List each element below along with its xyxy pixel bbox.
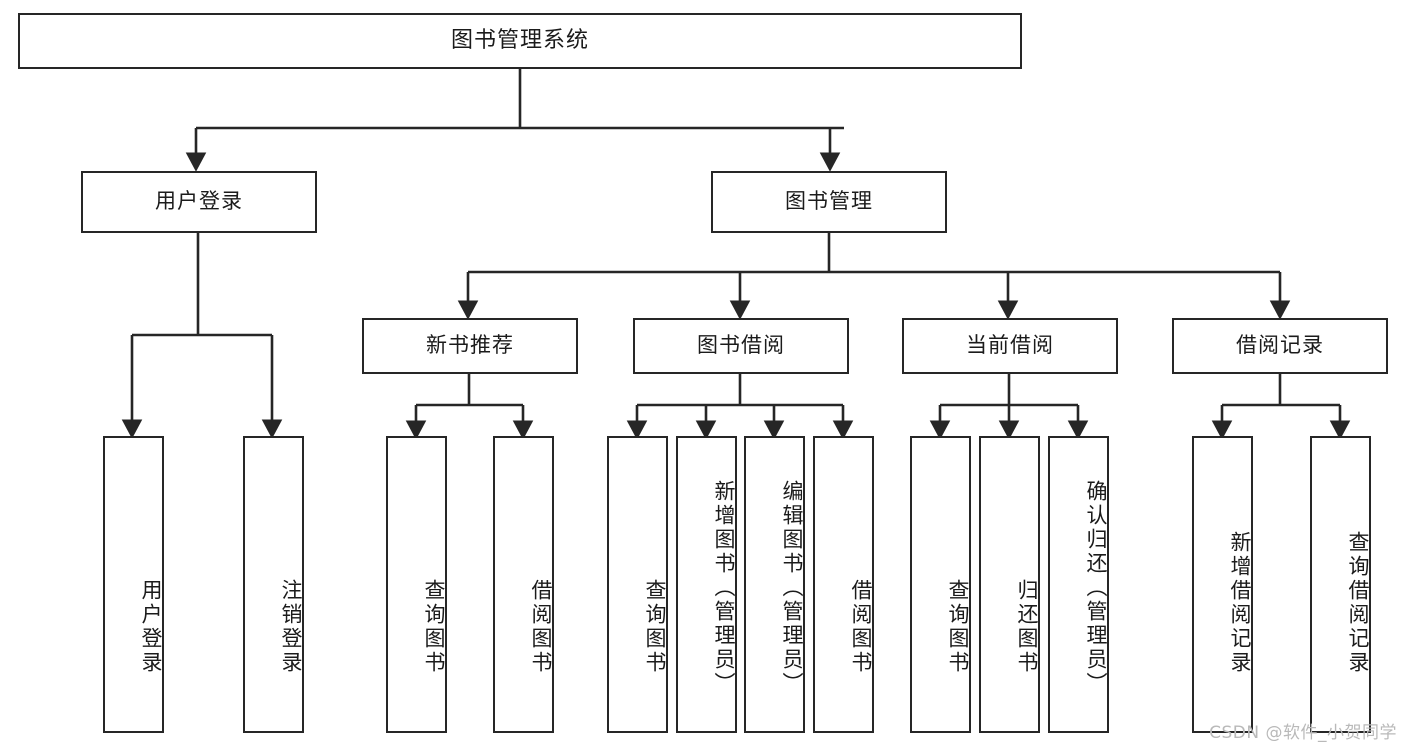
- node-leaf-return-book-label: 归还图书: [1015, 578, 1039, 675]
- node-leaf-query-record[interactable]: 查询借阅记录: [1310, 436, 1371, 733]
- node-book-borrow-label: 图书借阅: [697, 333, 785, 358]
- node-leaf-confirm-return[interactable]: 确认归还（管理员）: [1048, 436, 1109, 733]
- node-leaf-borrow-book-1-label: 借阅图书: [529, 578, 553, 675]
- node-leaf-borrow-book-2-label: 借阅图书: [849, 578, 873, 675]
- connector-user-login: [121, 233, 283, 439]
- node-leaf-query-book-1-label: 查询图书: [422, 578, 446, 675]
- connector-current-borrow: [929, 374, 1089, 440]
- node-leaf-user-login[interactable]: 用户登录: [103, 436, 164, 733]
- node-leaf-query-book-2[interactable]: 查询图书: [607, 436, 668, 733]
- node-borrow-records[interactable]: 借阅记录: [1172, 318, 1388, 374]
- node-book-management[interactable]: 图书管理: [711, 171, 947, 233]
- node-leaf-query-book-3[interactable]: 查询图书: [910, 436, 971, 733]
- node-leaf-edit-book-label: 编辑图书（管理员）: [780, 479, 804, 696]
- node-user-login-label: 用户登录: [155, 189, 243, 214]
- connector-root: [185, 69, 844, 172]
- node-leaf-query-record-label: 查询借阅记录: [1346, 530, 1370, 675]
- node-leaf-borrow-book-1[interactable]: 借阅图书: [493, 436, 554, 733]
- node-leaf-add-record[interactable]: 新增借阅记录: [1192, 436, 1253, 733]
- node-user-login[interactable]: 用户登录: [81, 171, 317, 233]
- node-leaf-user-login-label: 用户登录: [139, 578, 163, 675]
- node-current-borrow[interactable]: 当前借阅: [902, 318, 1118, 374]
- node-leaf-return-book[interactable]: 归还图书: [979, 436, 1040, 733]
- node-new-book-recommend[interactable]: 新书推荐: [362, 318, 578, 374]
- node-leaf-add-record-label: 新增借阅记录: [1228, 530, 1252, 675]
- node-leaf-query-book-1[interactable]: 查询图书: [386, 436, 447, 733]
- node-leaf-edit-book[interactable]: 编辑图书（管理员）: [744, 436, 805, 733]
- connector-borrow-records: [1211, 374, 1351, 440]
- node-root[interactable]: 图书管理系统: [18, 13, 1022, 69]
- connector-book-borrow: [626, 374, 854, 440]
- node-leaf-add-book-label: 新增图书（管理员）: [712, 479, 736, 696]
- node-borrow-records-label: 借阅记录: [1236, 333, 1324, 358]
- node-leaf-logout-login-label: 注销登录: [279, 578, 303, 675]
- node-book-management-label: 图书管理: [785, 189, 873, 214]
- connector-new-book-recommend: [405, 374, 534, 440]
- node-root-label: 图书管理系统: [450, 27, 589, 53]
- connector-book-management: [457, 233, 1291, 320]
- node-leaf-logout-login[interactable]: 注销登录: [243, 436, 304, 733]
- node-book-borrow[interactable]: 图书借阅: [633, 318, 849, 374]
- node-new-book-recommend-label: 新书推荐: [426, 333, 514, 358]
- node-current-borrow-label: 当前借阅: [966, 333, 1054, 358]
- node-leaf-query-book-3-label: 查询图书: [946, 578, 970, 675]
- node-leaf-confirm-return-label: 确认归还（管理员）: [1084, 479, 1108, 696]
- node-leaf-borrow-book-2[interactable]: 借阅图书: [813, 436, 874, 733]
- node-leaf-add-book[interactable]: 新增图书（管理员）: [676, 436, 737, 733]
- node-leaf-query-book-2-label: 查询图书: [643, 578, 667, 675]
